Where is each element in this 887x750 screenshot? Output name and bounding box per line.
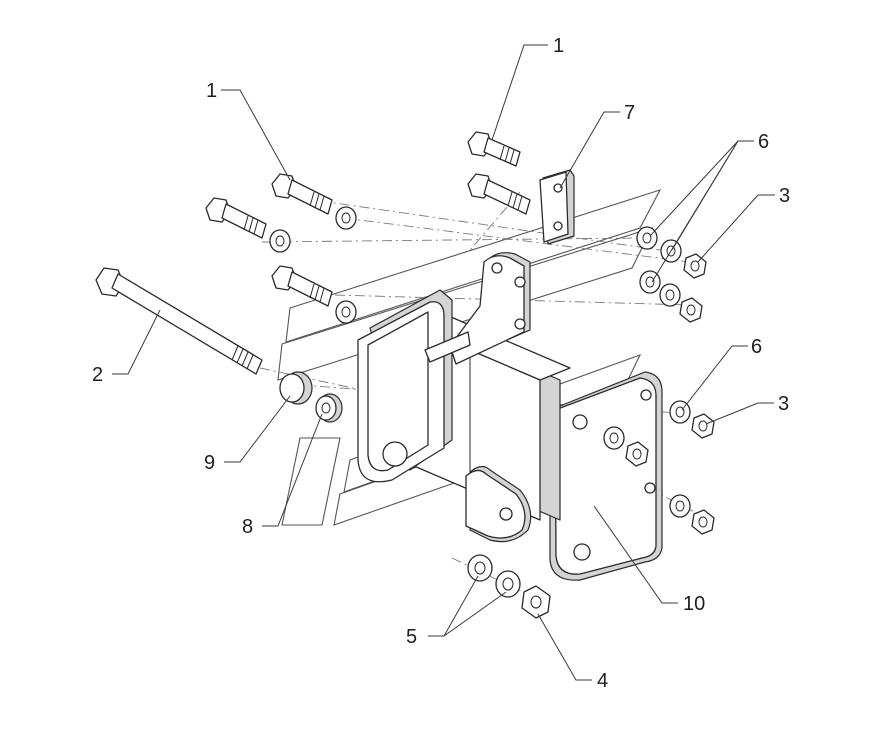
long-bolt-2 [95,267,263,375]
bolt-1-left-a [271,173,333,215]
nut-3-b [679,297,703,323]
callout-5: 5 [406,626,417,648]
washer-mid-a [603,426,625,450]
washer-low-a [669,494,691,518]
nut-3-a [683,253,707,279]
washer-left-b [269,229,291,253]
front-bracket [357,289,453,483]
washer-6-d [659,283,681,307]
callout-7: 7 [624,102,635,124]
washer-5-b [495,570,521,598]
callout-3-upper: 3 [779,185,790,207]
callout-10: 10 [683,593,705,615]
bushing-8 [315,393,343,423]
callout-1-left: 1 [206,80,217,102]
washer-5-a [467,554,493,582]
callout-6-upper: 6 [758,131,769,153]
bolt-1-upper-a [467,131,521,167]
bushing-9 [279,371,313,405]
callout-8: 8 [242,516,253,538]
nut-4 [521,585,551,619]
nut-mid-a [625,441,649,467]
leader-lines [112,44,775,681]
callout-1-upper: 1 [553,35,564,57]
nut-low-a [691,509,715,535]
callout-labels: 1 1 7 6 3 2 6 3 9 8 10 5 4 [92,35,790,692]
callout-4: 4 [597,670,608,692]
callout-3-lower: 3 [778,393,789,415]
plate-7 [539,169,575,245]
side-plate-10 [549,371,663,581]
bolt-1-upper-b [467,173,531,215]
callout-2: 2 [92,364,103,386]
washer-left-a [335,206,357,230]
washer-left-c [335,300,357,324]
callout-9: 9 [204,452,215,474]
hook-plate [424,252,531,365]
bolt-1-left-b [205,197,267,239]
callout-6-lower: 6 [751,336,762,358]
bolt-1-left-c [271,265,333,307]
nut-3-c [691,413,715,439]
lower-jaw [465,465,532,543]
washer-6-a [636,226,658,250]
